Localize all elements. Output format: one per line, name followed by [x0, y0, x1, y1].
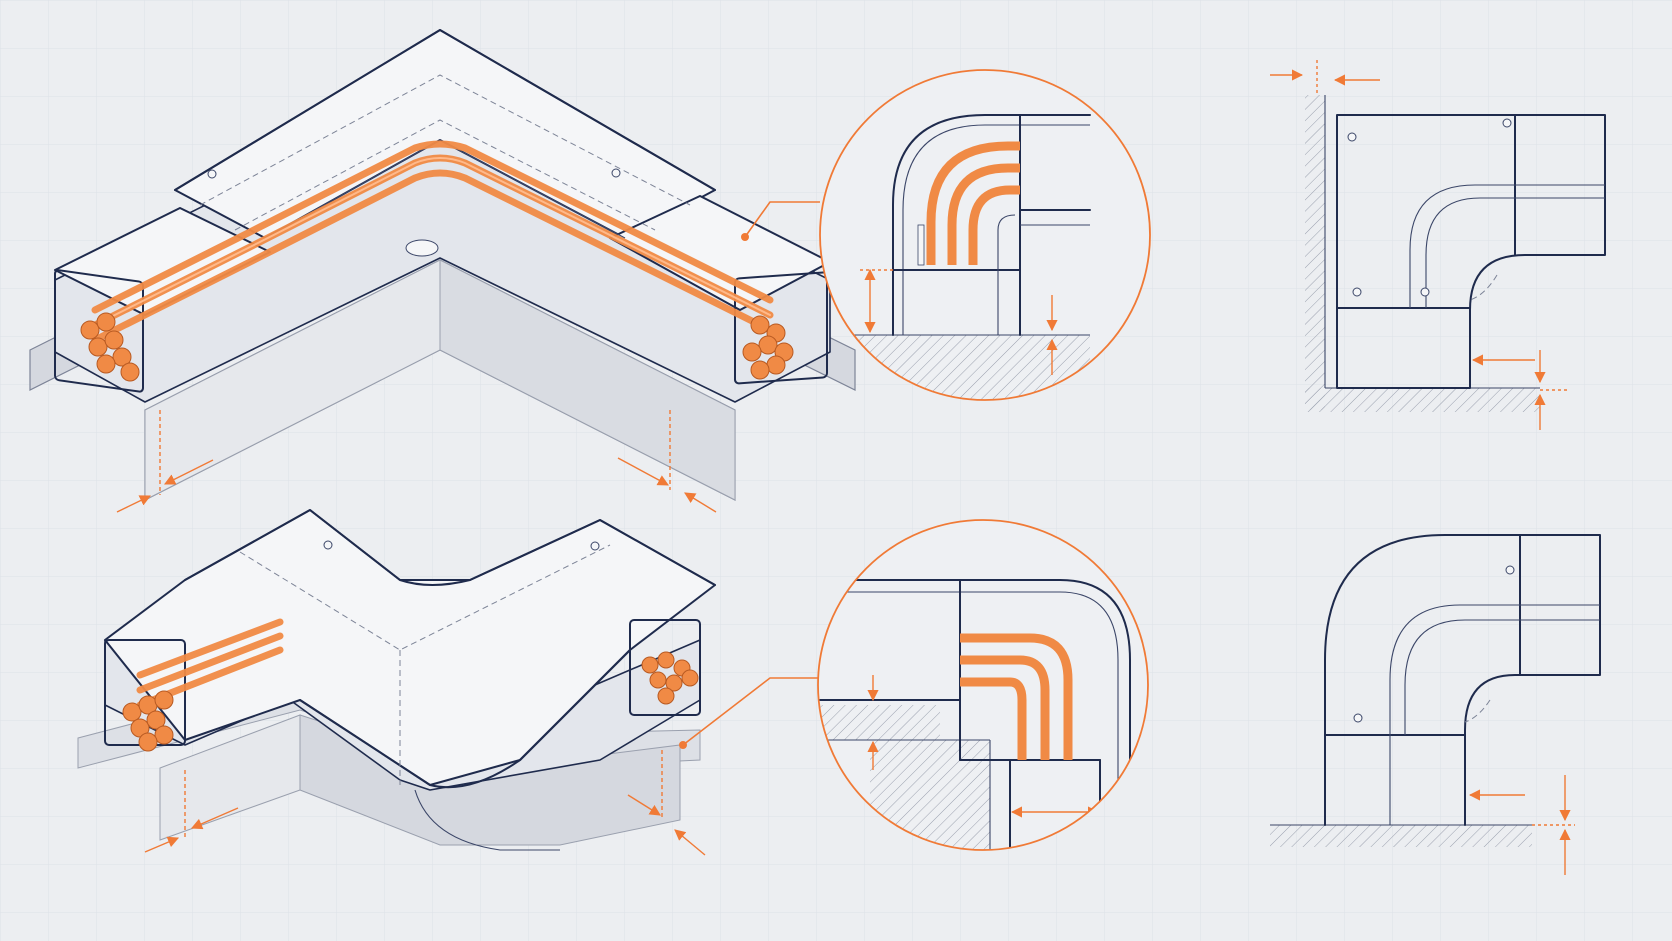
detail-circle-outline-1 [819, 69, 1151, 401]
screw-icon [1352, 287, 1362, 297]
detail-circle-outer-corner [819, 69, 1151, 401]
cable-band-3 [926, 141, 1020, 265]
elevation-outer-corner [1270, 60, 1606, 430]
callout-leader-2 [682, 677, 820, 746]
screw-icon [207, 169, 217, 179]
cable-band-2 [968, 185, 1020, 265]
end-profile-left [54, 269, 144, 393]
cable-ends-right [742, 315, 794, 380]
screw-icon [611, 168, 621, 178]
detail-circle-inner-corner [817, 519, 1149, 851]
screw-icon [1505, 565, 1515, 575]
isometric-inner-corner-view [77, 509, 716, 856]
screw-icon [1420, 287, 1430, 297]
cable-ends-left-2 [122, 690, 174, 752]
screw-icon [590, 541, 600, 551]
cable-band-5 [960, 633, 1073, 760]
end-profile-right [734, 271, 828, 385]
cable-bundle-2 [122, 618, 699, 752]
isometric-outer-corner-view [29, 29, 856, 513]
cable-band-4 [960, 655, 1050, 760]
screw-icon [1502, 118, 1512, 128]
cable-bundle-1 [80, 140, 794, 382]
cable-ends-right-2 [641, 651, 699, 705]
cable-ends-left [80, 312, 140, 382]
detail-circle-outline-2 [817, 519, 1149, 851]
corner-hole-icon [405, 239, 439, 257]
dimension-wall-offset-1 [116, 410, 717, 513]
screw-icon [323, 540, 333, 550]
dimension-wall-offset-2 [144, 750, 706, 856]
callout-leader-1 [744, 201, 820, 238]
cable-band-6 [960, 677, 1027, 760]
cable-band-1 [947, 163, 1020, 265]
screw-icon [1353, 713, 1363, 723]
screw-icon [1347, 132, 1357, 142]
elevation-inner-corner [1270, 534, 1601, 875]
end-profile-right-2 [629, 619, 701, 716]
